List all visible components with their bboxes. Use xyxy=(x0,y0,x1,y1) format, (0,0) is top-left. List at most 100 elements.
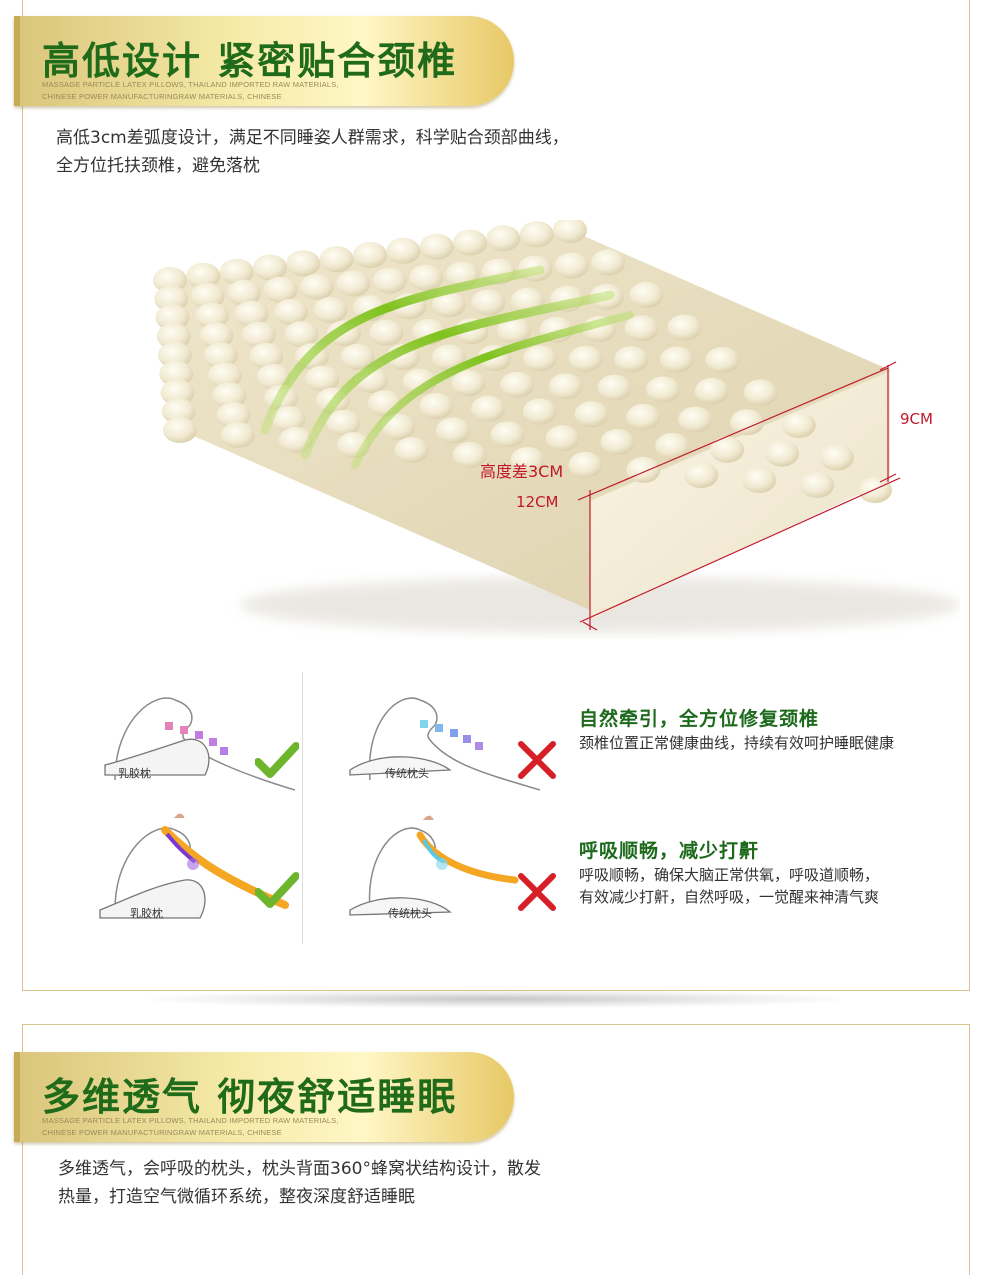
pillow-bump xyxy=(490,421,525,448)
pillow-bump xyxy=(286,250,321,277)
pillow-bump xyxy=(284,321,319,348)
pillow-bump xyxy=(548,373,583,400)
pillow-bump xyxy=(522,398,557,425)
traditional-pillow-label-1: 传统枕头 xyxy=(385,767,429,780)
pillow-bump xyxy=(419,393,454,419)
comparison-divider xyxy=(302,672,303,944)
pillow-bump xyxy=(419,233,454,260)
pillow-bump xyxy=(568,345,603,372)
pillow-bump xyxy=(553,220,587,243)
pillow-bump xyxy=(694,377,729,404)
latex-pillow-label-1: 乳胶枕 xyxy=(118,767,151,780)
cross-icon xyxy=(518,741,556,779)
pillow-bump xyxy=(730,409,764,436)
feature-neck-support: 自然牵引，全方位修复颈椎 颈椎位置正常健康曲线，持续有效呵护睡眠健康 xyxy=(579,706,894,754)
feature-title: 自然牵引，全方位修复颈椎 xyxy=(579,708,820,730)
pillow-bump xyxy=(249,342,284,369)
traditional-pillow-neck-illustration xyxy=(349,697,540,791)
section1-subtitle: MASSAGE PARTICLE LATEX PILLOWS, THAILAND… xyxy=(42,79,339,103)
pillow-bump xyxy=(273,298,308,325)
pillow-bump xyxy=(163,417,197,443)
pillow-bump xyxy=(219,258,254,285)
pillow-bump xyxy=(153,267,187,293)
pillow-bump xyxy=(340,343,375,370)
pillow-bump xyxy=(510,447,545,473)
section1-title: 高低设计 紧密贴合颈椎 xyxy=(42,39,458,83)
section2-title: 多维透气 彻夜舒适睡眠 xyxy=(42,1075,458,1119)
pillow-bump xyxy=(158,342,192,368)
pillow-bump xyxy=(591,249,626,276)
section1-desc-line1: 高低3cm差弧度设计，满足不同睡姿人群需求，科学贴合颈部曲线， xyxy=(56,128,569,148)
pillow-bump xyxy=(858,477,892,503)
check-icon xyxy=(255,872,299,908)
pillow-bump xyxy=(241,321,276,348)
dim-12cm-label: 12CM xyxy=(516,493,559,511)
pillow-bump xyxy=(161,398,196,425)
section1-banner: 高低设计 紧密贴合颈椎 MASSAGE PARTICLE LATEX PILLO… xyxy=(14,16,514,106)
pillow-bump xyxy=(705,347,740,373)
feature-desc-line1: 颈椎位置正常健康曲线，持续有效呵护睡眠健康 xyxy=(579,734,895,752)
pillow-bump xyxy=(216,402,251,429)
pillow-bump xyxy=(659,346,694,373)
section2-subtitle-line1: MASSAGE PARTICLE LATEX PILLOWS, THAILAND… xyxy=(42,1116,339,1125)
pillow-bump xyxy=(519,221,554,248)
svg-text:☁: ☁ xyxy=(422,809,434,823)
pillow-bump xyxy=(819,444,854,471)
pillow-bump xyxy=(160,379,195,406)
pillow-bump xyxy=(523,345,557,372)
section1-description: 高低3cm差弧度设计，满足不同睡姿人群需求，科学贴合颈部曲线， 全方位托扶颈椎，… xyxy=(56,124,696,180)
pillow-bump xyxy=(626,457,661,483)
pillow-bump xyxy=(155,304,190,331)
pillow-bump xyxy=(710,436,745,463)
pillow-bump xyxy=(326,409,361,436)
dim-9cm-label: 9CM xyxy=(900,410,933,428)
latex-pillow-label-2: 乳胶枕 xyxy=(130,907,163,920)
pillow-bump xyxy=(154,285,189,312)
pillow-bump xyxy=(186,262,221,289)
section2-desc-line2: 热量，打造空气微循环系统，整夜深度舒适睡眠 xyxy=(58,1187,415,1207)
feature-breathing: 呼吸顺畅，减少打鼾 呼吸顺畅，确保大脑正常供氧，呼吸道顺畅， 有效减少打鼾，自然… xyxy=(579,838,879,908)
pillow-bump xyxy=(781,412,816,438)
pillow-bump xyxy=(545,425,580,452)
pillow-bump xyxy=(600,429,635,456)
traditional-pillow-breathing-illustration: ☁ xyxy=(349,809,519,916)
pillow-bump xyxy=(614,346,649,373)
latex-pillow-neck-illustration xyxy=(104,697,295,791)
section-shadow xyxy=(150,990,840,1008)
pillow-bump xyxy=(765,440,799,467)
feature-desc-line2: 有效减少打鼾，自然呼吸，一觉醒来神清气爽 xyxy=(579,888,880,906)
pillow-bump xyxy=(629,282,664,308)
pillow-bump xyxy=(234,300,269,327)
pillow-bump xyxy=(207,362,242,389)
pillow-bump xyxy=(409,264,444,291)
pillow-bump xyxy=(624,315,659,342)
section2-description: 多维透气，会呼吸的枕头，枕头背面360°蜂窝状结构设计，散发 热量，打造空气微循… xyxy=(58,1155,658,1211)
pillow-bump xyxy=(156,323,191,350)
pillow-bump xyxy=(227,279,262,306)
pillow-bump xyxy=(319,246,354,273)
pillow-bump xyxy=(684,462,719,488)
pillow-bump xyxy=(568,452,603,478)
pillow-bump xyxy=(203,342,238,369)
pillow-bump xyxy=(263,276,298,303)
pillow-bump xyxy=(597,374,632,401)
pillow-bump xyxy=(190,282,225,309)
latex-pillow-breathing-illustration: ☁ xyxy=(99,807,289,919)
pillow-bump xyxy=(253,254,287,281)
pillow-bump xyxy=(256,363,291,390)
pillow-bump xyxy=(453,229,487,256)
pillow-bump xyxy=(313,297,348,323)
pillow-bump xyxy=(220,422,255,448)
pillow-bump xyxy=(451,370,486,397)
pillow-bump xyxy=(626,403,661,430)
pillow-bump xyxy=(369,319,404,346)
latex-pillow-image xyxy=(153,220,960,633)
section2-desc-line1: 多维透气，会呼吸的枕头，枕头背面360°蜂窝状结构设计，散发 xyxy=(58,1159,541,1179)
pillow-bump xyxy=(436,417,470,444)
pillow-bump xyxy=(372,267,407,294)
pillow-bump xyxy=(655,432,690,459)
section2-subtitle-line2: CHINESE POWER MANUFACTURINGRAW MATERIALS… xyxy=(42,1128,282,1137)
cross-icon xyxy=(518,873,556,911)
pillow-bump xyxy=(742,467,777,493)
pillow-bump xyxy=(743,379,778,406)
